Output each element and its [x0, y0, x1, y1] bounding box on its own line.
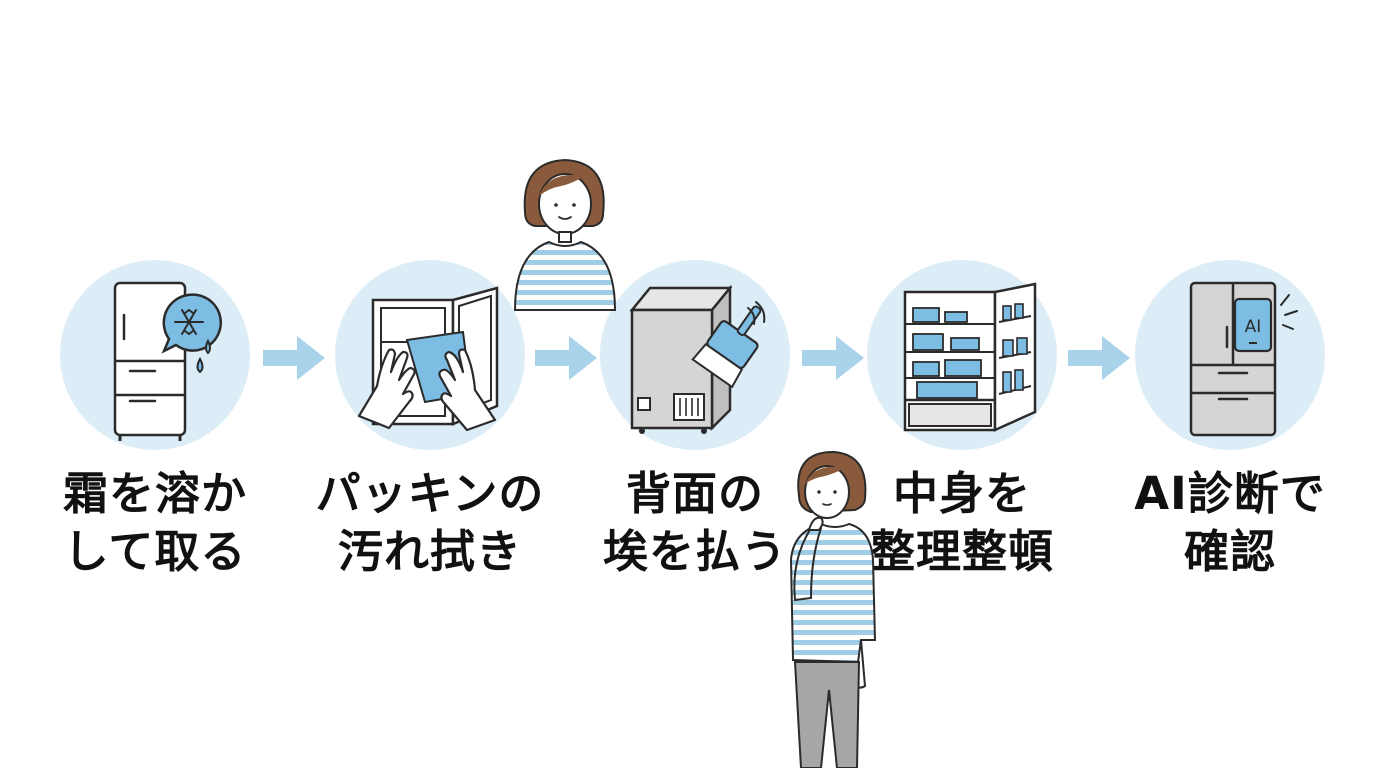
- step-3-label: 背面の 埃を払う: [575, 465, 815, 581]
- step-3-line-1: 背面の: [625, 467, 764, 520]
- arrow-right-icon: [1068, 336, 1130, 380]
- woman-bust-illustration: [513, 158, 617, 311]
- step-4-line-1: 中身を: [892, 467, 1031, 520]
- open-fridge-shelves-icon: [903, 282, 1037, 432]
- step-1-line-1: 霜を溶か: [62, 467, 247, 520]
- step-2-line-2: 汚れ拭き: [337, 525, 522, 578]
- step-3-line-2: 埃を払う: [602, 525, 787, 578]
- step-4-label: 中身を 整理整頓: [842, 465, 1082, 581]
- step-5-label: AI診断で 確認: [1110, 465, 1350, 581]
- step-4-line-2: 整理整頓: [869, 525, 1054, 578]
- arrow-right-icon: [802, 336, 864, 380]
- step-1-label: 霜を溶か して取る: [35, 465, 275, 581]
- hands-cloth-icon: [357, 286, 499, 432]
- arrow-right-icon: [535, 336, 597, 380]
- step-5-line-2: 確認: [1183, 525, 1276, 578]
- fridge-snowflake-icon: [113, 281, 222, 441]
- step-1-line-2: して取る: [63, 525, 247, 578]
- step-2-label: パッキンの 汚れ拭き: [310, 465, 550, 581]
- woman-thinking-illustration: [789, 450, 877, 768]
- step-2-line-1: パッキンの: [315, 467, 545, 520]
- ai-screen-text: AI: [1245, 317, 1262, 337]
- arrow-right-icon: [263, 336, 325, 380]
- ai-fridge-icon: AI: [1189, 281, 1298, 437]
- step-5-line-1: AI診断で: [1134, 467, 1326, 520]
- fridge-brush-icon: [629, 284, 766, 434]
